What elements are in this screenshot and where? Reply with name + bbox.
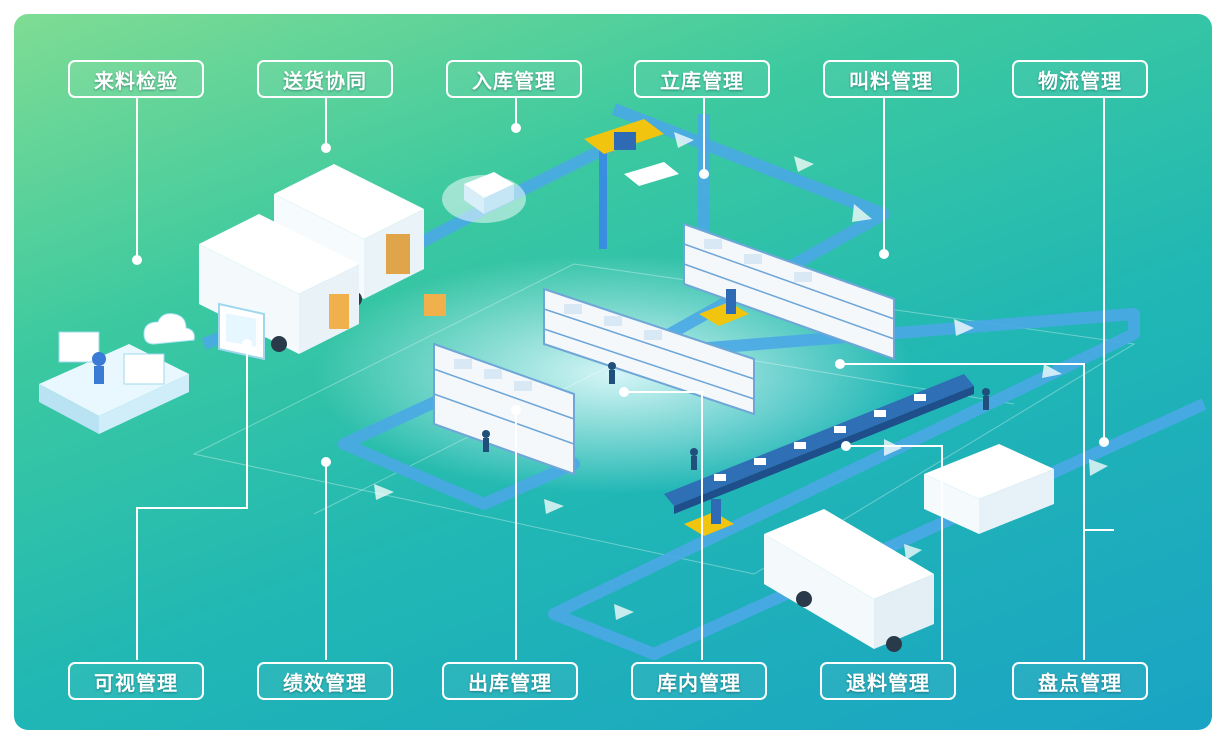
box-icon: [424, 294, 446, 316]
rack-shelves: [433, 243, 895, 445]
control-center: [39, 313, 195, 434]
label-incoming-inspection[interactable]: 来料检验: [68, 60, 204, 98]
truck-icon-4: [764, 509, 934, 652]
callout-lines: [136, 98, 1114, 660]
monitor-icon: [218, 302, 265, 361]
rack-boxes: [454, 239, 812, 391]
label-logistics-management[interactable]: 物流管理: [1012, 60, 1148, 98]
forklift-icon: [699, 289, 749, 326]
label-in-warehouse-management[interactable]: 库内管理: [631, 662, 767, 700]
cloud-icon: [143, 313, 195, 345]
asrs-crane: [584, 119, 679, 249]
forklift-icon-2: [684, 499, 734, 536]
worker-icon: [482, 362, 990, 470]
label-material-return-management[interactable]: 退料管理: [820, 662, 956, 700]
label-material-call-management[interactable]: 叫料管理: [823, 60, 959, 98]
warehouse-scene: [39, 98, 1207, 660]
robot-icon: [442, 172, 526, 223]
callout-dots: [132, 123, 1109, 467]
path-arrows: [374, 132, 1108, 620]
label-performance-management[interactable]: 绩效管理: [257, 662, 393, 700]
truck-icon-2: [199, 214, 446, 354]
conveyor-icon: [664, 374, 974, 514]
label-asrs-management[interactable]: 立库管理: [634, 60, 770, 98]
rack-icon: [433, 222, 895, 476]
label-visual-management[interactable]: 可视管理: [68, 662, 204, 700]
warehouse-illustration: 来料检验 送货协同 入库管理 立库管理 叫料管理 物流管理 可视管理 绩效管理 …: [14, 14, 1212, 730]
truck-icon-3: [924, 444, 1054, 534]
label-outbound-management[interactable]: 出库管理: [442, 662, 578, 700]
label-delivery-collaboration[interactable]: 送货协同: [257, 60, 393, 98]
label-inbound-management[interactable]: 入库管理: [446, 60, 582, 98]
label-inventory-count-management[interactable]: 盘点管理: [1012, 662, 1148, 700]
